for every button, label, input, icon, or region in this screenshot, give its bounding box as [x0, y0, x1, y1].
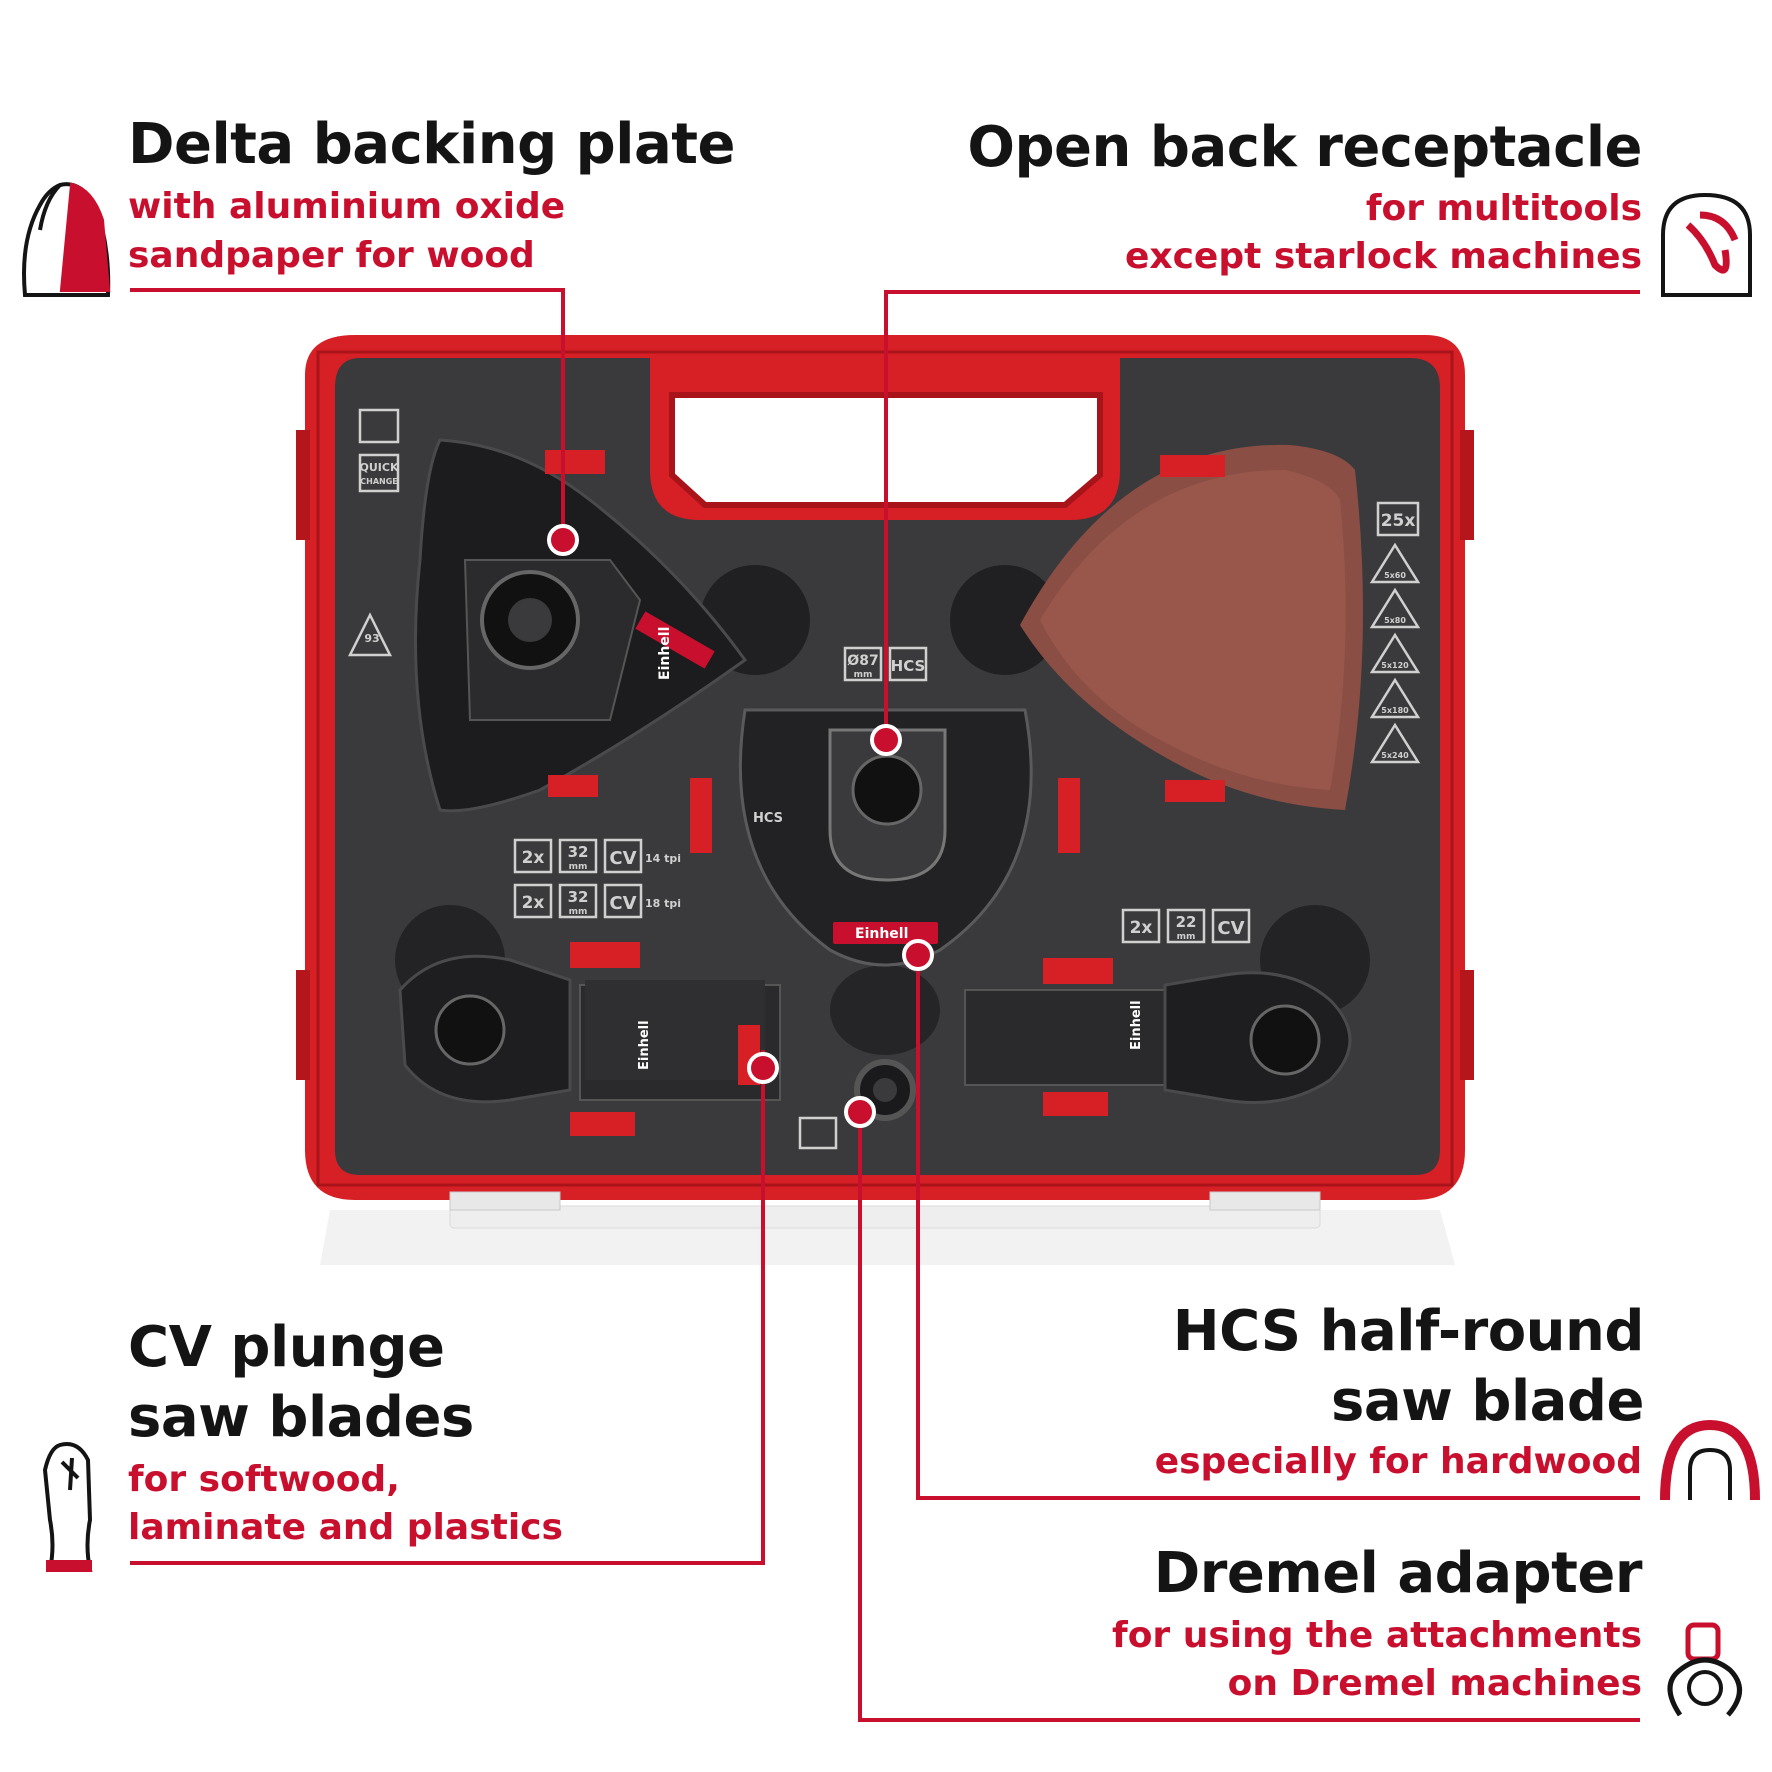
tpi-label: 14 tpi: [645, 852, 681, 865]
cv-subtitle-2: laminate and plastics: [128, 1507, 563, 1548]
delta-subtitle-2: sandpaper for wood: [128, 235, 535, 276]
dremel-subtitle-2: on Dremel machines: [1227, 1663, 1642, 1704]
tray-labels: QUICK CHANGE 93 25x 5x60 5x80 5x120 5x18…: [347, 408, 1421, 1150]
callout-dot: [844, 1096, 876, 1128]
delta-subtitle-1: with aluminium oxide: [128, 186, 566, 227]
dremel-title: Dremel adapter: [1153, 1541, 1643, 1606]
callout-dot: [747, 1052, 779, 1084]
delta-sandpaper-icon: [22, 182, 111, 297]
width-label: 32: [568, 888, 589, 906]
open-back-receptacle-icon: [1661, 192, 1752, 297]
open-back-subtitle-2: except starlock machines: [1124, 236, 1642, 277]
delta-leader-line: [130, 288, 565, 540]
qty-label: 2x: [522, 893, 545, 913]
sandpaper-count-label: 25x: [1381, 511, 1416, 531]
open-back-leader-line: [884, 290, 1640, 740]
open-back-title: Open back receptacle: [967, 115, 1642, 180]
brand-label: Einhell: [657, 627, 673, 680]
diameter-label: Ø87: [847, 653, 878, 669]
delta-title: Delta backing plate: [128, 112, 736, 177]
qty-label: 2x: [1130, 918, 1153, 938]
width-unit-label: mm: [569, 862, 588, 872]
hcs-subtitle-1: especially for hardwood: [1154, 1441, 1642, 1482]
brand-label: Einhell: [1129, 1000, 1144, 1050]
grit-label: 5x240: [1381, 751, 1409, 760]
hcs-title-1: HCS half-round: [1172, 1299, 1645, 1364]
width-label: 22: [1176, 913, 1197, 931]
sandpaper-pack: [1020, 444, 1363, 810]
cv-title-2: saw blades: [128, 1385, 474, 1450]
delta-backing-plate: [414, 438, 748, 813]
cv-label: CV: [609, 848, 636, 869]
callout-dot: [547, 524, 579, 556]
dremel-adapter-icon: [1667, 1622, 1742, 1717]
grit-label: 5x60: [1384, 571, 1406, 580]
grit-label: 5x120: [1381, 661, 1409, 670]
cv-plunge-blade-left: [398, 942, 781, 1136]
dremel-leader-line: [858, 1112, 1640, 1722]
qty-label: 2x: [522, 848, 545, 868]
hcs-label: HCS: [891, 657, 926, 675]
grit-labels: 5x60 5x80 5x120 5x180 5x240: [1369, 542, 1421, 764]
cv-label: CV: [609, 893, 636, 914]
callout-dot: [870, 724, 902, 756]
cv-title-1: CV plunge: [128, 1315, 445, 1380]
width-unit-label: mm: [569, 907, 588, 917]
quick-change-label: QUICK: [360, 461, 399, 474]
quick-change-label-2: CHANGE: [360, 477, 397, 486]
cv-label: CV: [1217, 918, 1244, 939]
brand-label: Einhell: [637, 1020, 652, 1070]
cv-leader-line: [130, 1050, 765, 1565]
case-reflection: [320, 1205, 1455, 1265]
diameter-unit-label: mm: [854, 670, 873, 680]
open-back-subtitle-1: for multitools: [1365, 188, 1642, 229]
hcs-blade-label: HCS: [753, 811, 783, 826]
grit-label: 5x80: [1384, 616, 1406, 625]
delta-size-label: 93: [364, 632, 379, 645]
half-round-blade-icon: [1660, 1419, 1760, 1501]
plunge-saw-blade-icon: [42, 1442, 93, 1572]
leader-lines: [130, 288, 1640, 1722]
width-unit-label: mm: [1177, 932, 1196, 942]
hcs-title-2: saw blade: [1331, 1369, 1645, 1434]
brand-label: Einhell: [855, 926, 908, 942]
hcs-leader-line: [916, 955, 1640, 1500]
grit-label: 5x180: [1381, 706, 1409, 715]
tpi-label: 18 tpi: [645, 897, 681, 910]
callout-dots: [547, 524, 934, 1128]
width-label: 32: [568, 843, 589, 861]
callout-dot: [902, 939, 934, 971]
hcs-blade: [690, 708, 1080, 967]
dremel-subtitle-1: for using the attachments: [1112, 1615, 1642, 1656]
cv-subtitle-1: for softwood,: [128, 1459, 400, 1500]
cv-plunge-blade-right: [964, 958, 1352, 1116]
